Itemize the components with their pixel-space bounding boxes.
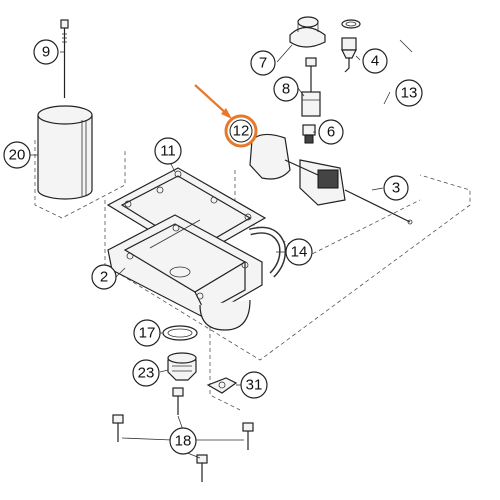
assembly-outline-left xyxy=(34,140,126,219)
svg-text:18: 18 xyxy=(175,433,192,450)
screw-right xyxy=(242,422,254,450)
part-18-screws xyxy=(112,387,254,482)
callout-20: 20 xyxy=(3,141,31,169)
part-6-small-jet xyxy=(302,124,316,144)
svg-text:4: 4 xyxy=(371,53,379,70)
callout-9: 9 xyxy=(33,39,59,65)
svg-text:7: 7 xyxy=(259,55,267,72)
svg-text:2: 2 xyxy=(100,269,108,286)
svg-text:6: 6 xyxy=(327,124,335,141)
part-2-float-bowl xyxy=(107,214,263,331)
assembly-leader-bottom xyxy=(209,320,241,411)
svg-text:20: 20 xyxy=(9,147,26,164)
callout-7: 7 xyxy=(250,50,276,76)
part-23-drain-plug xyxy=(167,352,197,381)
part-31-bracket xyxy=(206,377,238,394)
svg-text:3: 3 xyxy=(392,180,400,197)
part-4-valve xyxy=(341,37,357,73)
callout-6: 6 xyxy=(318,119,344,145)
leader-lines xyxy=(26,44,391,386)
callout-23: 23 xyxy=(132,359,160,387)
screw-top xyxy=(172,387,184,415)
callout-11: 11 xyxy=(154,137,182,165)
callout-12: 12 xyxy=(224,114,258,148)
svg-text:23: 23 xyxy=(138,365,155,382)
svg-text:31: 31 xyxy=(246,377,263,394)
part-20-sleeve xyxy=(37,105,93,200)
callout-3: 3 xyxy=(383,175,409,201)
callout-4: 4 xyxy=(362,48,388,74)
screw-bottom xyxy=(196,454,208,482)
svg-text:11: 11 xyxy=(160,143,176,160)
callout-17: 17 xyxy=(133,319,161,347)
callout-13: 13 xyxy=(395,79,423,107)
callout-14: 14 xyxy=(285,238,313,266)
svg-text:14: 14 xyxy=(291,244,308,261)
svg-text:9: 9 xyxy=(42,44,50,61)
part-8-jet xyxy=(301,57,321,117)
part-oring-top xyxy=(341,19,361,29)
part-9-needle xyxy=(60,19,69,98)
part-13-hose xyxy=(380,39,413,125)
callout-31: 31 xyxy=(240,371,268,399)
svg-text:13: 13 xyxy=(401,85,418,102)
svg-text:17: 17 xyxy=(139,325,156,342)
screw-left xyxy=(112,414,124,442)
callout-18: 18 xyxy=(169,427,197,455)
svg-text:12: 12 xyxy=(233,123,250,140)
part-12-float xyxy=(249,133,413,225)
part-7-cap xyxy=(289,16,326,48)
svg-text:8: 8 xyxy=(282,81,290,98)
callout-2: 2 xyxy=(91,264,117,290)
part-14-hose xyxy=(249,226,286,278)
part-17-oring xyxy=(162,325,198,341)
highlight-arrow xyxy=(194,84,232,119)
callout-8: 8 xyxy=(273,76,299,102)
